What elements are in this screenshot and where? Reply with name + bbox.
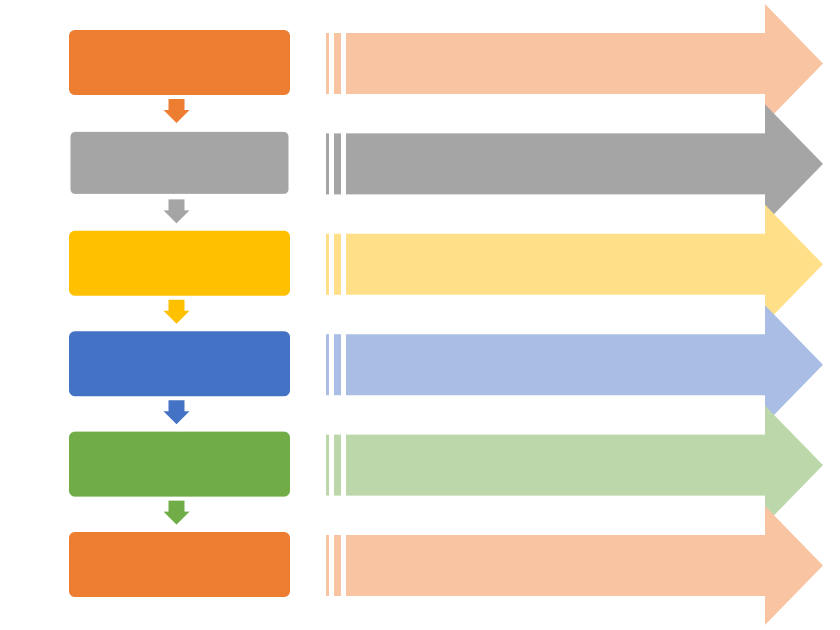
step-box-shape — [69, 230, 290, 296]
down-arrow-icon — [163, 199, 190, 224]
arrow-band-2 — [326, 104, 823, 224]
down-arrow-icon — [163, 99, 190, 123]
arrow-band-shape — [346, 405, 823, 525]
arrow-band-stripe — [334, 133, 341, 195]
arrow-band-3 — [326, 204, 823, 324]
arrow-band-shape — [346, 204, 823, 324]
step-box-shape — [67, 128, 292, 197]
step-box-4 — [69, 331, 290, 397]
arrow-band-stripe — [334, 233, 341, 295]
arrow-band-stripe — [334, 434, 341, 496]
arrow-band-stripe — [326, 233, 329, 295]
down-arrow-icon — [163, 400, 190, 425]
arrow-band-stripe — [326, 133, 329, 195]
arrow-band-stripe — [334, 535, 341, 596]
arrow-bands — [326, 4, 823, 625]
arrow-band-shape — [346, 506, 823, 625]
down-arrow-icon — [163, 299, 190, 324]
arrow-band-6 — [326, 506, 823, 625]
arrow-band-shape — [346, 4, 823, 123]
step-box-shape — [69, 30, 290, 95]
step-box-6 — [69, 532, 290, 597]
arrow-band-5 — [326, 405, 823, 525]
step-box-shape — [69, 331, 290, 397]
step-box-2 — [67, 128, 292, 197]
down-arrow-icon — [163, 500, 190, 525]
arrow-band-stripe — [326, 33, 329, 94]
arrow-band-shape — [346, 104, 823, 224]
step-box-1 — [69, 30, 290, 95]
arrow-band-stripe — [326, 535, 329, 596]
arrow-band-1 — [326, 4, 823, 123]
step-box-3 — [69, 230, 290, 296]
arrow-band-stripe — [334, 33, 341, 94]
step-box-5 — [69, 431, 290, 497]
arrow-band-stripe — [334, 334, 341, 396]
step-connectors — [163, 99, 190, 525]
step-boxes — [67, 30, 292, 597]
arrow-band-stripe — [326, 334, 329, 396]
arrow-band-4 — [326, 305, 823, 425]
step-box-shape — [69, 532, 290, 597]
step-box-shape — [69, 431, 290, 497]
arrow-band-stripe — [326, 434, 329, 496]
arrow-band-shape — [346, 305, 823, 425]
